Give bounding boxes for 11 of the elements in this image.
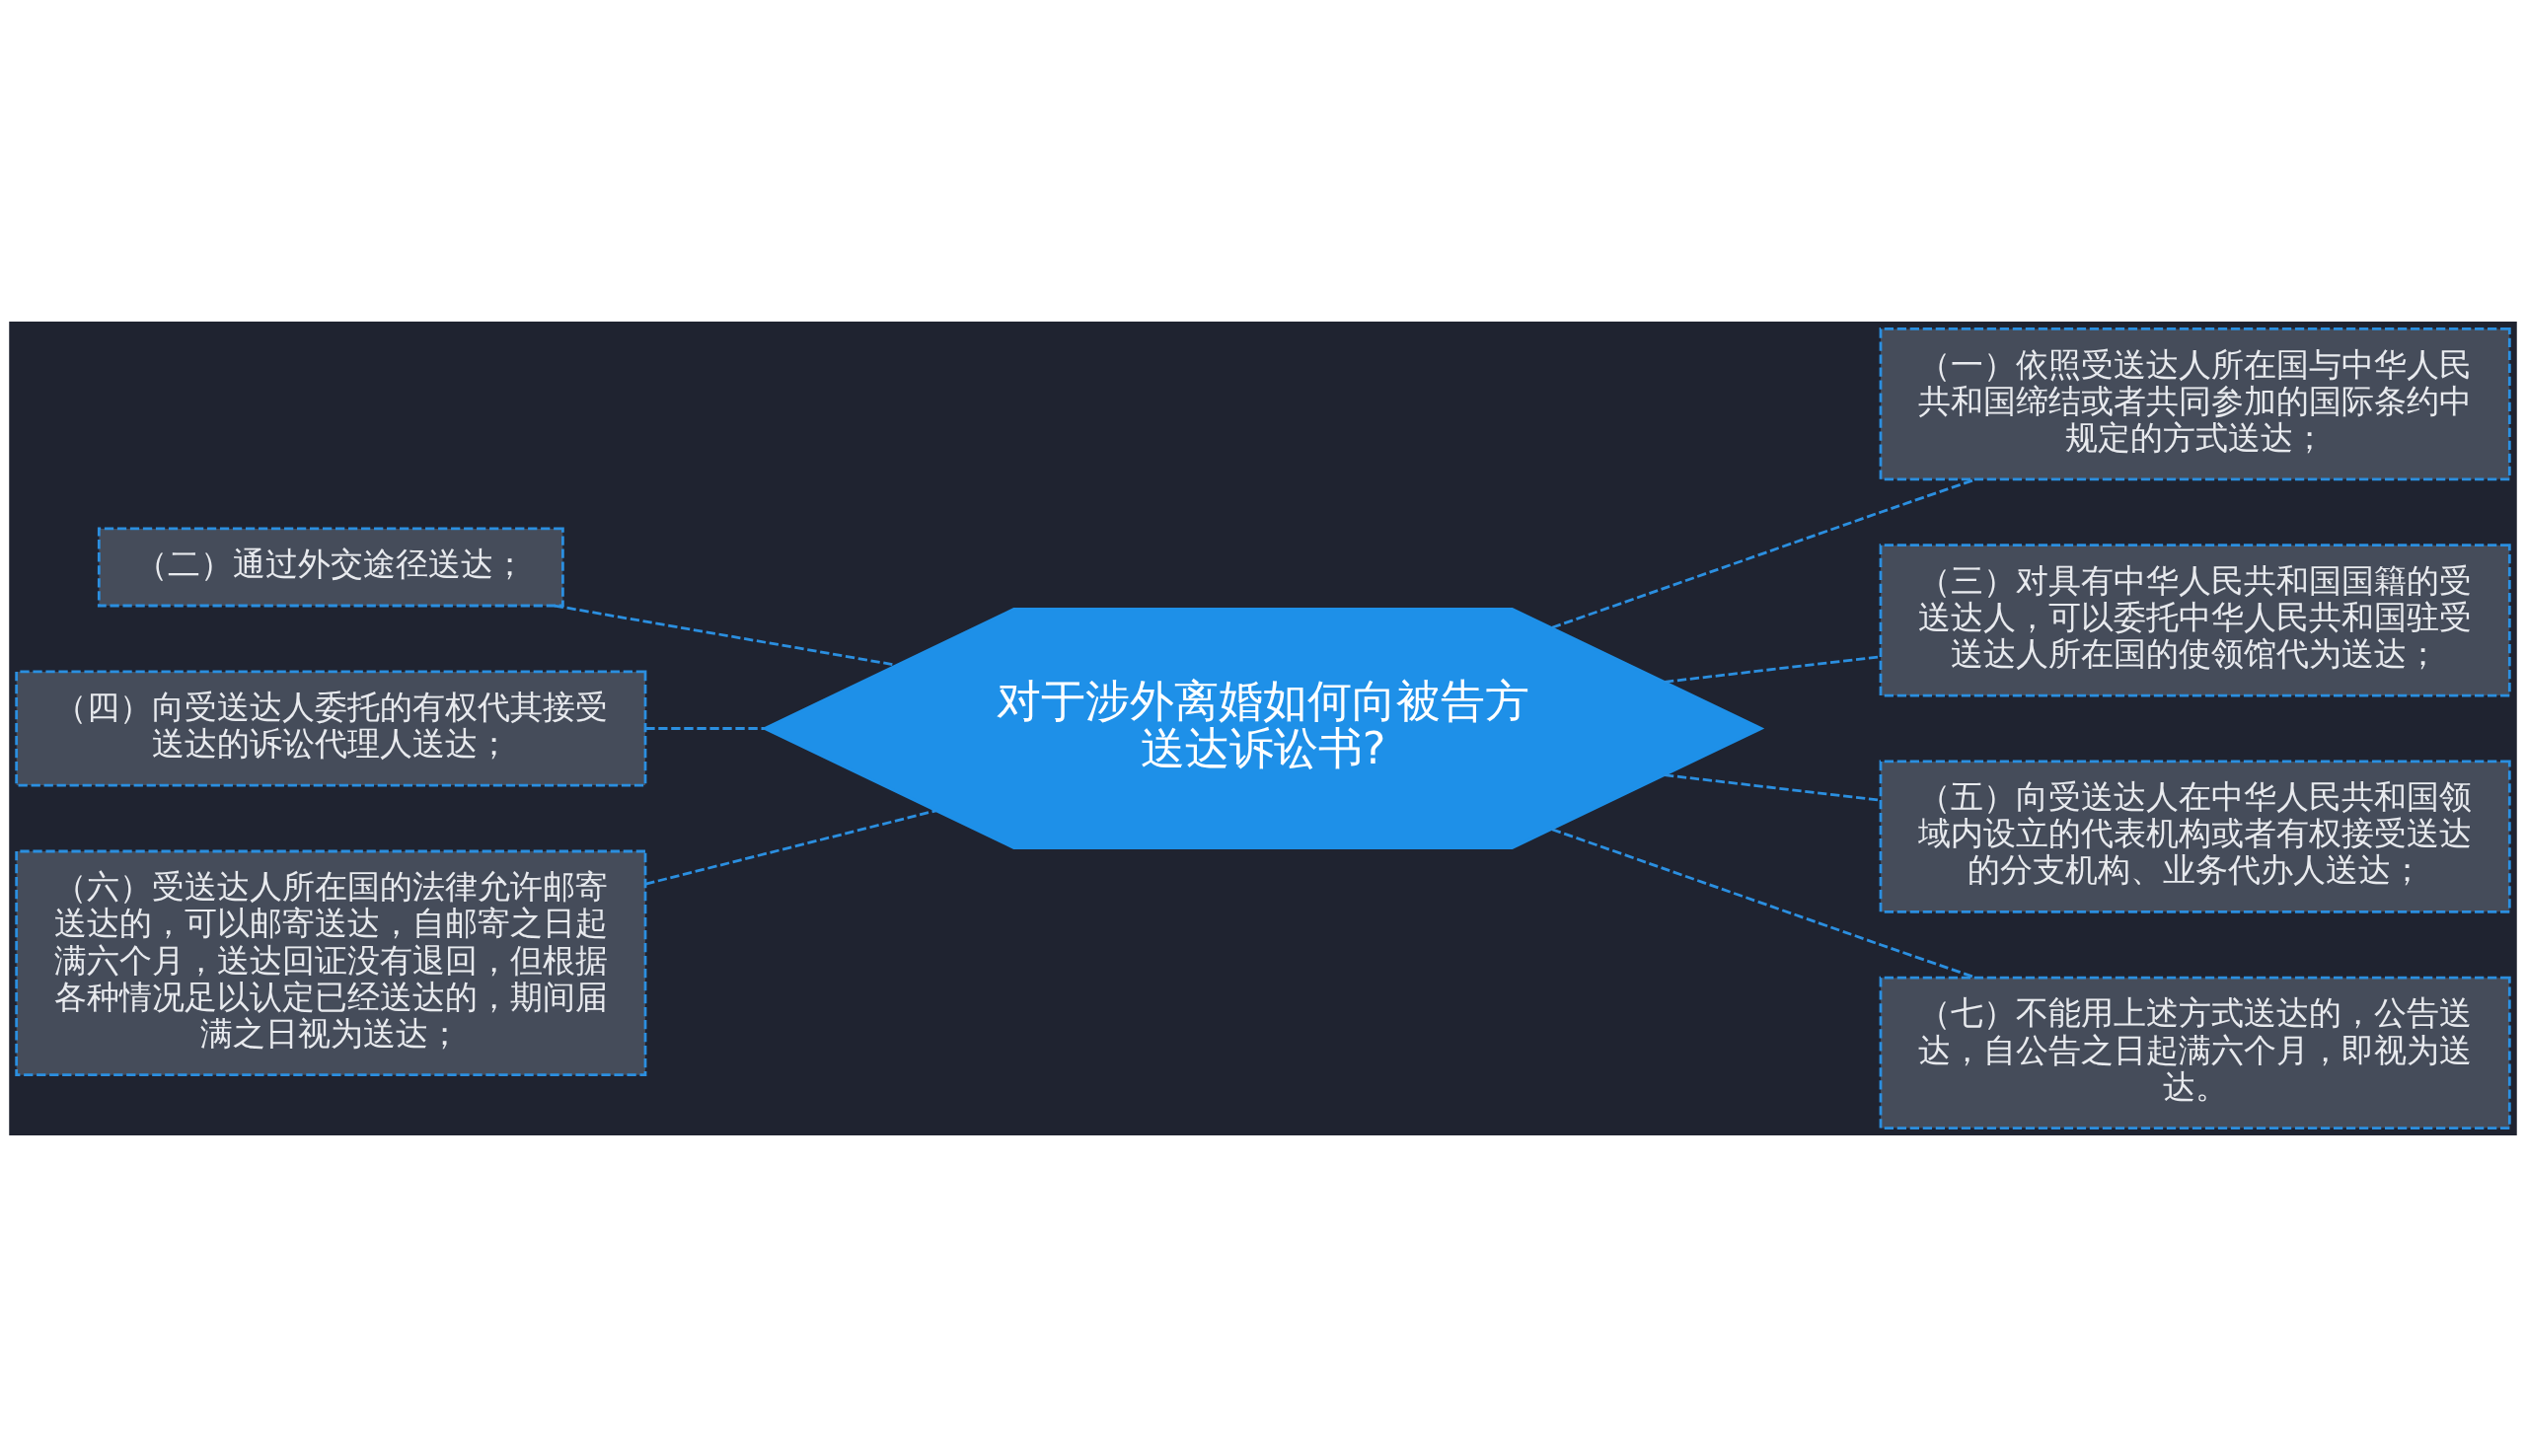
node-box: （一）依照受送达人所在国与中华人民共和国缔结或者共同参加的国际条约中规定的方式送达； <box>1879 327 2511 480</box>
connector <box>1664 654 1881 684</box>
node-box: （五）向受送达人在中华人民共和国领域内设立的代表机构或者有权接受送达的分支机构、业务代办人送达； <box>1879 760 2511 913</box>
node-box: （七）不能用上述方式送达的，公告送达，自公告之日起满六个月，即视为送达。 <box>1879 976 2511 1129</box>
node-box: （二）通过外交途径送达； <box>97 527 564 607</box>
node-box: （四）向受送达人委托的有权代其接受送达的诉讼代理人送达； <box>15 670 647 786</box>
connector <box>645 808 936 885</box>
node-box: （六）受送达人所在国的法律允许邮寄送达的，可以邮寄送达，自邮寄之日起满六个月，送达回证没有退回，但根据各种情况足以认定已经送达的，期间届满之日视为送达； <box>15 849 647 1076</box>
node-box: （三）对具有中华人民共和国国籍的受送达人，可以委托中华人民共和国驻受送达人所在国的使领馆代为送达； <box>1879 543 2511 696</box>
connector <box>645 726 765 730</box>
connector <box>1664 772 1881 802</box>
